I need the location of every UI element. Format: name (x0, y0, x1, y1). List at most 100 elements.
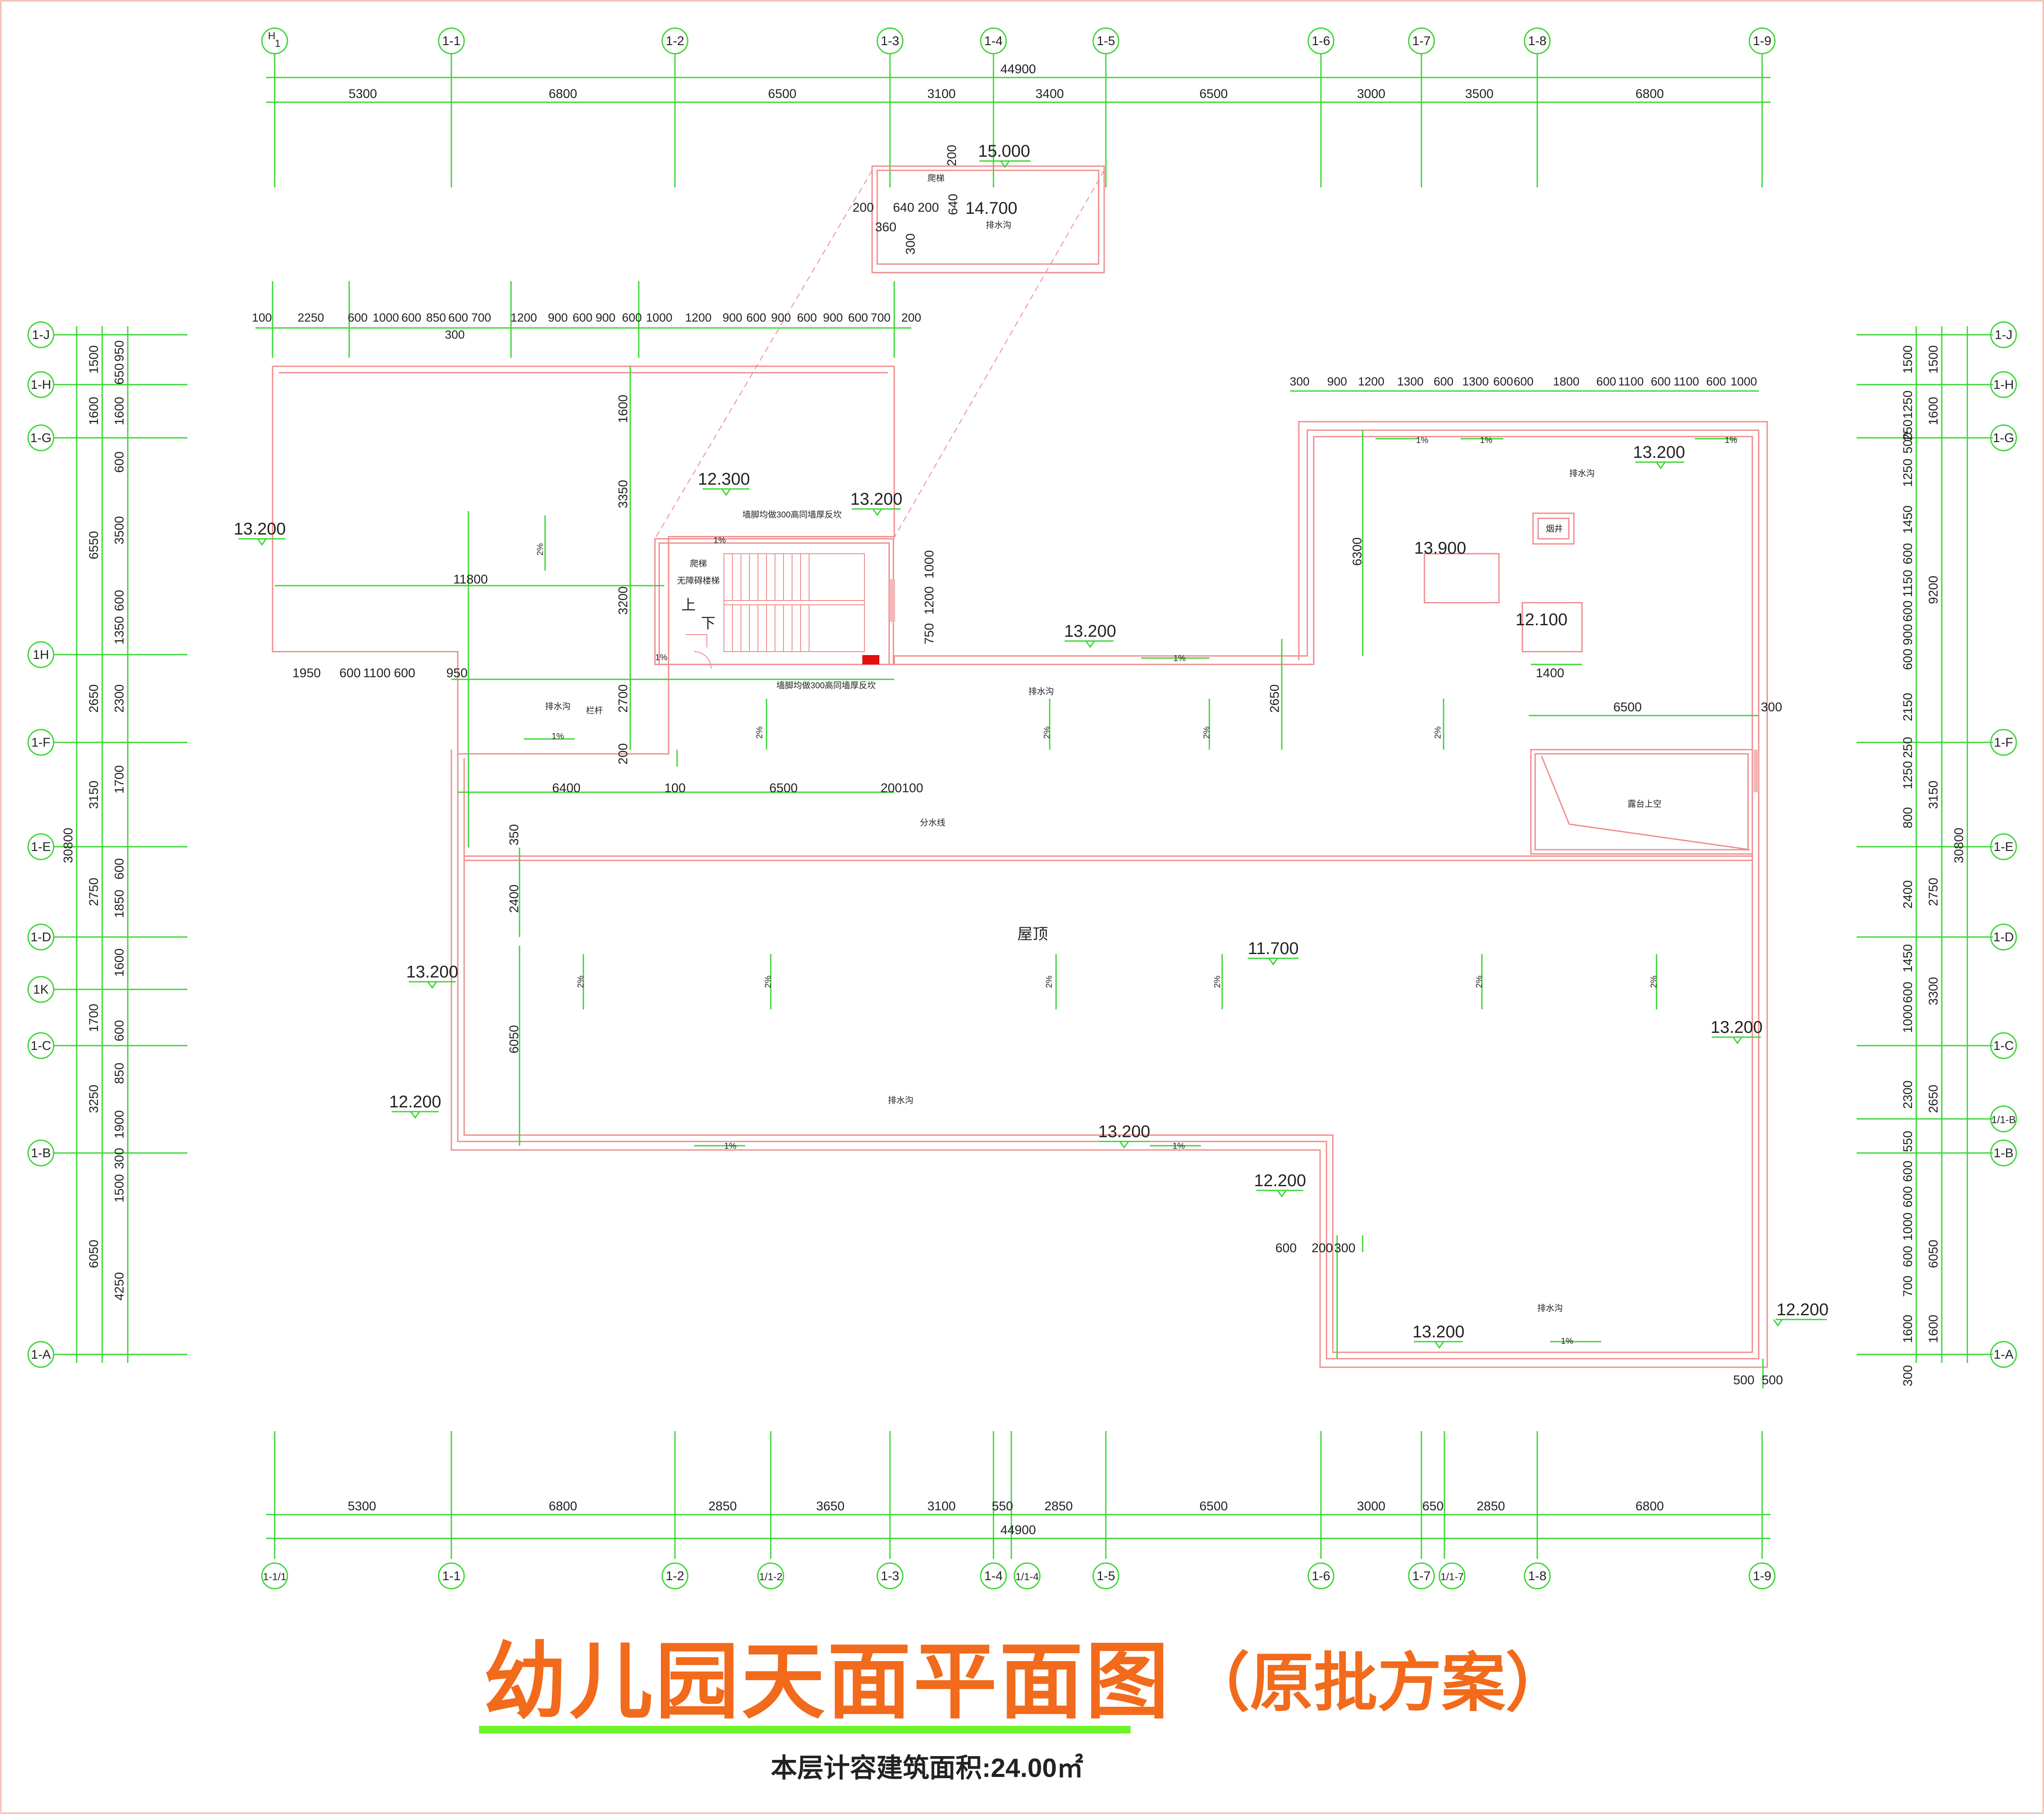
left-axis-label: 1K (33, 983, 49, 997)
left-axis-dim: 3150 (87, 781, 101, 809)
slope-label: 1% (1173, 1141, 1185, 1151)
terrace-void-label: 露台上空 (1628, 799, 1662, 809)
left-axis-label: 1-B (31, 1146, 51, 1160)
slope-label: 1% (1480, 436, 1493, 445)
dim-label: 11800 (453, 572, 488, 586)
stair-dim: 600 (348, 311, 368, 324)
top-axis-label: 1-7 (1412, 34, 1430, 48)
right-top-dim: 1300 (1462, 375, 1489, 388)
slope-label: 2% (1475, 975, 1484, 988)
stair-dim: 900 (823, 311, 843, 324)
top-axis-label: 1-3 (881, 34, 899, 48)
elevation-label: 12.200 (389, 1092, 441, 1111)
dim-label: 640 (893, 201, 914, 215)
bottom-axis-label: 1-1/1 (263, 1571, 287, 1583)
left-axis-dim: 2650 (87, 684, 101, 713)
right-axis-label: 1/1-B (1991, 1114, 2015, 1126)
right-axis-dim: 3300 (1926, 977, 1941, 1006)
right-axis-dim: 1500 (1926, 345, 1941, 374)
dim-label: 1950 (293, 666, 321, 680)
gutter-lines (275, 366, 1764, 1389)
top-axis-label: 1-6 (1312, 34, 1330, 48)
bottom-axis-dim: 3100 (927, 1499, 956, 1513)
right-axis-dim: 600 (1901, 601, 1915, 622)
left-axis-label: 1-C (31, 1039, 51, 1053)
right-axis-dim: 1000 (1901, 1005, 1915, 1033)
fire-hydrant-icon (862, 655, 879, 664)
elevation-label: 11.700 (1248, 939, 1298, 958)
title-underline (479, 1726, 1131, 1734)
stair-dim-string (256, 281, 1759, 392)
dim-label: 1200 (922, 586, 936, 615)
right-axis-dim: 1250 (1901, 459, 1915, 487)
dim-label: 6500 (769, 781, 798, 795)
dim-label: 6500 (1613, 700, 1642, 714)
railing-label: 栏杆 (586, 706, 603, 716)
left-axis-label: 1-E (31, 840, 51, 854)
slope-label: 2% (1042, 726, 1052, 739)
top-axis-dim: 3000 (1357, 87, 1386, 101)
stair-dim: 700 (871, 311, 891, 324)
right-top-dim: 600 (1514, 375, 1534, 388)
left-axis-dim: 600 (112, 858, 126, 880)
left-axis-label: 1-J (32, 328, 50, 342)
right-top-dim: 600 (1706, 375, 1726, 388)
slope-label: 1% (1174, 654, 1186, 663)
bottom-axis-dim: 3000 (1357, 1499, 1386, 1513)
right-axis-dim: 900 (1901, 624, 1915, 645)
dim-label: 100 (664, 781, 686, 795)
right-axis-label: 1-F (1994, 736, 2013, 750)
slope-label: 2% (1202, 726, 1211, 739)
top-axis (261, 27, 1776, 187)
stair-dim: 700 (471, 311, 491, 324)
elevation-label: 13.200 (850, 490, 902, 509)
right-axis-label: 1-H (1993, 378, 2014, 392)
right-axis-dim: 500 (1901, 432, 1915, 454)
elevation-label: 13.200 (1412, 1322, 1464, 1341)
right-axis-dim: 1150 (1901, 570, 1915, 598)
left-axis-dim: 600 (112, 1020, 126, 1041)
slope-label: 1% (1416, 436, 1429, 445)
top-axis-dim: 6800 (1636, 87, 1664, 101)
right-axis-dim: 1500 (1901, 345, 1915, 374)
right-top-dim: 1200 (1358, 375, 1384, 388)
right-axis-total: 30800 (1952, 828, 1966, 863)
right-axis-dim: 1450 (1901, 944, 1915, 973)
right-axis-dim: 2650 (1926, 1085, 1941, 1113)
stair-down-label: 下 (701, 615, 715, 632)
slope-label: 1% (724, 1141, 737, 1151)
right-top-dim: 600 (1493, 375, 1513, 388)
dim-label: 500 (1762, 1373, 1783, 1387)
dim-label: 600 (394, 666, 415, 680)
stair-dim: 1000 (373, 311, 399, 324)
door-icon (890, 579, 895, 622)
elevation-label: 13.900 (1414, 539, 1466, 558)
slope-label: 2% (1649, 975, 1659, 988)
right-axis-dim: 1450 (1901, 506, 1915, 534)
dim-label: 200 (945, 145, 959, 166)
elevation-label: 12.100 (1516, 610, 1567, 629)
left-axis-dim: 1500 (112, 1174, 126, 1203)
right-axis-dim: 700 (1901, 1276, 1915, 1297)
right-top-dim: 600 (1596, 375, 1616, 388)
stair-dim: 1200 (685, 311, 712, 324)
dim-label: 1600 (616, 395, 630, 423)
left-axis-dim: 1500 (87, 345, 101, 374)
stair-dim: 900 (723, 311, 743, 324)
top-axis-dim: 3500 (1465, 87, 1494, 101)
left-axis-dim: 1350 (112, 616, 126, 645)
left-axis-dim: 4250 (112, 1272, 126, 1301)
wall-note-label: 墙脚均做300高同墙厚反坎 (742, 510, 841, 520)
elevation-label: 13.200 (1098, 1122, 1150, 1141)
bottom-axis-label: 1-3 (881, 1569, 899, 1583)
left-axis-dim: 3500 (112, 516, 126, 545)
right-axis-dim: 800 (1901, 807, 1915, 828)
slope-label: 2% (764, 975, 773, 988)
dim-label: 750 (922, 623, 936, 644)
left-axis-label: 1-F (32, 736, 51, 750)
right-axis-dim: 2400 (1901, 880, 1915, 909)
bottom-axis-label: 1-5 (1097, 1569, 1115, 1583)
bottom-axis-label: 1-2 (666, 1569, 684, 1583)
chimney-label: 烟井 (1546, 524, 1563, 534)
